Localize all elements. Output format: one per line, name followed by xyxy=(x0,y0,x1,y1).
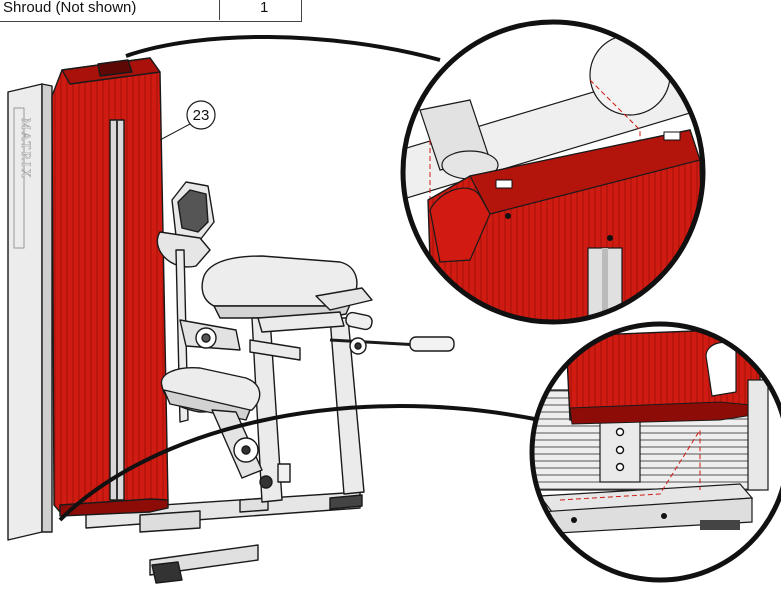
brand-vertical: MATRIX xyxy=(19,118,34,180)
handles xyxy=(329,311,455,355)
table-divider xyxy=(219,0,220,20)
parts-table-row: Shroud (Not shown) 1 xyxy=(0,0,302,22)
leader-line-top xyxy=(125,35,441,62)
callout-23: 23 xyxy=(159,100,216,141)
leader-line-bottom xyxy=(58,404,541,522)
seat-back-pad xyxy=(201,255,373,319)
shroud xyxy=(51,57,169,517)
arm-pad xyxy=(156,181,215,268)
part-name-cell: Shroud (Not shown) xyxy=(3,0,137,16)
callout-number: 23 xyxy=(193,107,210,124)
part-qty-cell: 1 xyxy=(260,0,269,16)
seat-pad xyxy=(160,367,261,421)
adjustment-mechanism xyxy=(211,409,291,489)
machine-base xyxy=(85,491,363,584)
detail-circle-bottom xyxy=(529,321,781,583)
frame-structure xyxy=(175,249,365,503)
detail-circle-top xyxy=(400,19,706,325)
